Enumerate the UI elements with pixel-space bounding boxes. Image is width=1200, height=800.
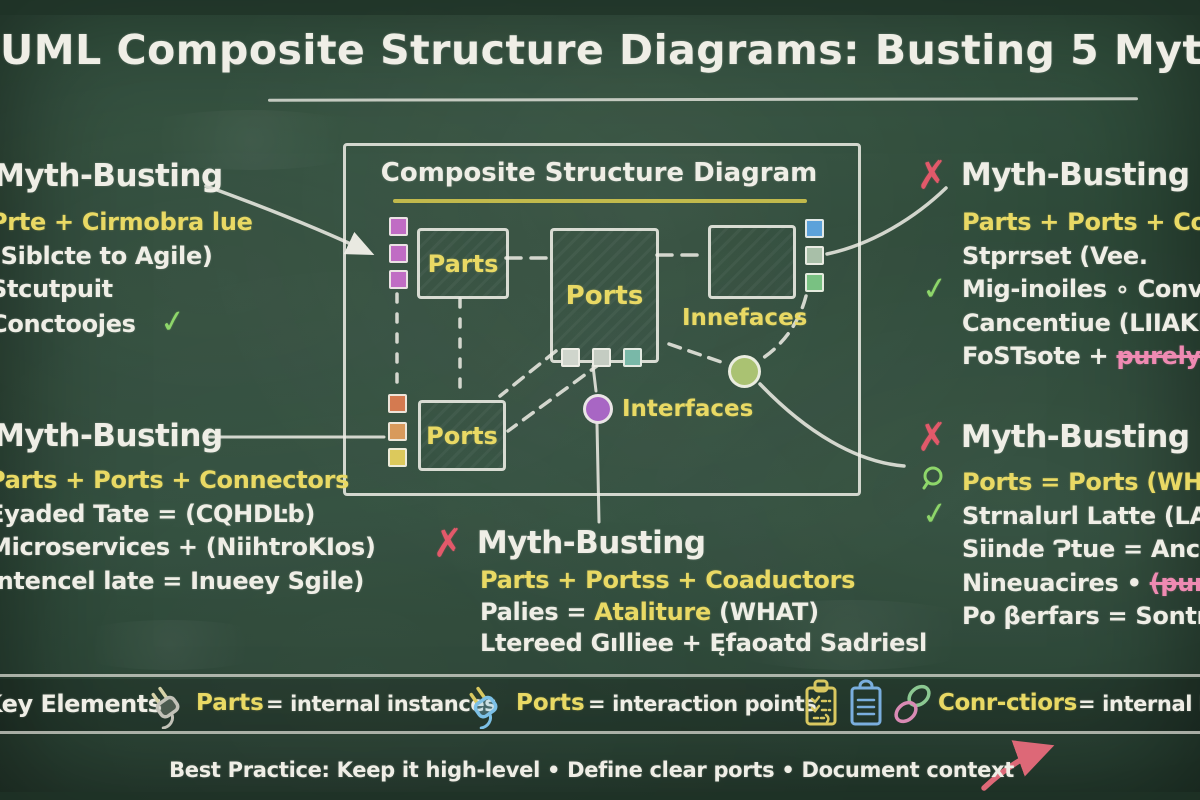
title-underline — [267, 97, 1139, 102]
myth-line: Prte + Cirmobra lue — [0, 208, 253, 236]
clipboard-notes-icon — [847, 679, 885, 733]
port-square-yellow — [388, 448, 407, 467]
strikethrough-text: purely sto — [1116, 342, 1200, 370]
bar-top-line — [0, 674, 1200, 677]
port-square-orange — [388, 394, 407, 413]
myth-line: FoSTsote + purely sto — [962, 340, 1200, 374]
myth-line: Stcutpuit — [0, 275, 113, 303]
port-square-teal — [623, 348, 642, 367]
chalk-smudge — [120, 110, 380, 170]
left-top-lines: Prte + Cirmobra lue (Siblcte to Agile) S… — [0, 206, 253, 341]
right-top-heading: Myth-Busting — [960, 157, 1190, 193]
center-bottom-heading: Myth-Busting — [476, 525, 706, 561]
port-square-purple — [389, 244, 408, 263]
myth-line: Conctoojes ✓ — [0, 301, 188, 342]
right-top-lines: Parts + Ports + Connect Stprrset (Vee. M… — [962, 206, 1200, 374]
component-box — [708, 225, 796, 299]
diagram-title-underline — [393, 199, 807, 203]
ports2-box-label: Ports — [426, 421, 498, 450]
myth-line: Po βerfars = Sontracts — [962, 602, 1200, 630]
strikethrough-text: (purely s — [1149, 568, 1200, 597]
right-top-header: ✗ Myth-Busting — [914, 151, 1191, 199]
key-elements-bar — [0, 679, 1200, 733]
myth-line: Ltereed Gılliee + Ęfaoatd Sadriesl — [480, 629, 927, 657]
key-ports-label: Ports — [516, 690, 585, 716]
clipboard-checklist-icon — [802, 679, 840, 733]
key-elements-heading: Key Elements — [0, 690, 162, 718]
myth-line: Parts + Ports + Connectors — [0, 466, 350, 494]
myth-line: Parts + Ports + Connect — [962, 208, 1200, 236]
right-bottom-lines: Ports = Ports (WHAT Strnalurl Latte (LAD… — [962, 466, 1200, 634]
center-bottom-header: ✗ Myth-Busting — [430, 519, 707, 567]
innefaces-label: Innefaces — [682, 305, 808, 331]
parts-box: Parts — [417, 228, 509, 299]
key-connectors-label: Conr-ctiors — [938, 690, 1077, 716]
check-icon: ✓ — [157, 301, 188, 342]
right-bottom-heading: Myth-Busting — [960, 419, 1190, 455]
ports-box-label: Ports — [565, 280, 644, 311]
myth-line: Intencel late = Inueey Sgile) — [0, 566, 365, 595]
interface-circle-purple — [583, 394, 613, 424]
myth-line: Siinde Ɂtue = Ancciots — [962, 535, 1200, 563]
chalk-smudge — [60, 620, 280, 670]
page-title: UML Composite Structure Diagrams: Bustin… — [0, 26, 1200, 74]
best-practice-text: Best Practice: Keep it high-level • Defi… — [169, 758, 1015, 782]
left-top-heading: Myth-Busting — [0, 158, 223, 194]
port-square-blue — [805, 219, 824, 238]
left-bottom-heading: Myth-Busting — [0, 418, 223, 454]
ports2-box: Ports — [418, 400, 506, 471]
diagram-title: Composite Structure Diagram — [380, 158, 818, 188]
check-icon: ✓ — [919, 494, 951, 534]
parts-box-label: Parts — [427, 249, 499, 278]
chain-link-icon — [890, 682, 936, 732]
chalk-smudge — [700, 600, 1000, 670]
plug-icon-grey — [142, 679, 190, 733]
port-square-purple — [389, 270, 408, 289]
interfaces-label: Interfaces — [622, 396, 754, 422]
myth-line: Mig-inoiles ∘ Convicti — [962, 275, 1200, 303]
myth-line: Microservices + (NiihtroKIos) — [0, 533, 376, 561]
board-bottom-edge — [0, 792, 1200, 800]
myth-line: Stprrset (Vee. — [962, 241, 1148, 270]
key-parts-label: Parts — [196, 690, 264, 716]
check-icon: ✓ — [919, 269, 951, 309]
center-bottom-lines: Parts + Portss + Coaductors Palies = Ata… — [480, 565, 927, 660]
myth-line: Palies = Ataliture (WHAT) — [480, 597, 819, 626]
key-ports-desc: = interaction points — [588, 692, 817, 716]
port-square-sage — [805, 246, 824, 265]
interface-circle-green — [728, 355, 761, 388]
board-top-edge — [0, 0, 1200, 15]
myth-line: Parts + Portss + Coaductors — [480, 566, 856, 594]
right-bottom-header: ✗ Myth-Busting — [914, 413, 1191, 461]
port-square-green — [805, 273, 824, 292]
port-square-purple — [389, 217, 408, 236]
left-bottom-lines: Parts + Ports + Connectors Eyaded Tate =… — [0, 464, 376, 598]
cross-icon: ✗ — [914, 413, 950, 461]
myth-line: (Siblcte to Agile) — [0, 241, 213, 270]
myth-line: Eyaded Tate = (CQHDĿb) — [0, 499, 316, 528]
ports-box: Ports — [550, 228, 659, 363]
myth-line: Cancentiue (LIIAKISae — [962, 308, 1200, 337]
key-parts-desc: = internal instances — [266, 692, 497, 716]
myth-line: Ports = Ports (WHAT — [962, 468, 1200, 496]
diagram-frame — [343, 143, 861, 496]
port-square-amber — [388, 422, 407, 441]
cross-icon: ✗ — [914, 151, 950, 199]
plug-icon-blue — [460, 679, 508, 733]
myth-line: Strnalurl Latte (LADKI — [962, 501, 1200, 530]
speech-bubble-icon — [920, 466, 946, 496]
bar-bottom-line — [0, 731, 1200, 734]
port-square-grey — [561, 348, 580, 367]
myth-line: Nineuacires • (purely s — [962, 567, 1200, 601]
key-connectors-desc: = internal links — [1078, 692, 1200, 716]
cross-icon: ✗ — [430, 519, 466, 567]
port-square-grey — [592, 348, 611, 367]
